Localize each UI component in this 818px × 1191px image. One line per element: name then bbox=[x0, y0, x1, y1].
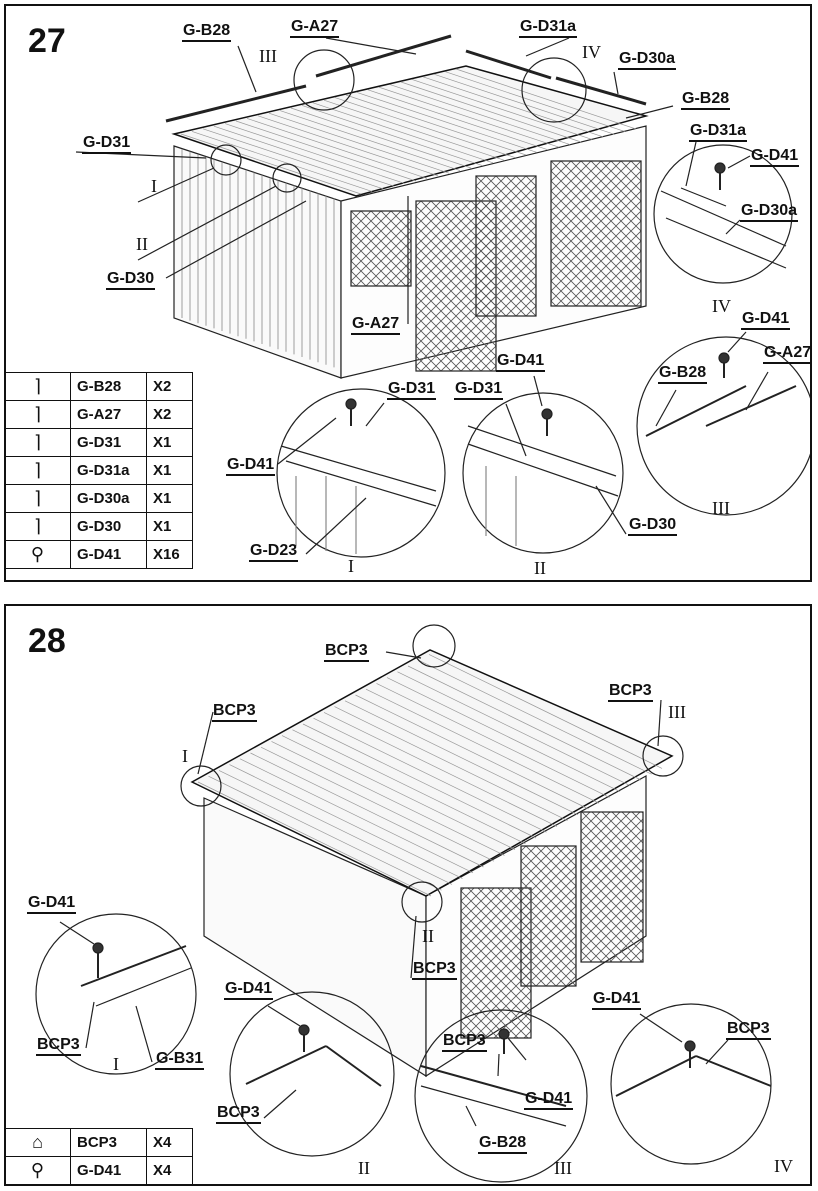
label-g-d41-detail-iv: G-D41 bbox=[592, 990, 642, 1010]
part-quantity: X1 bbox=[146, 428, 193, 457]
label-g-d31-detail-ii: G-D31 bbox=[454, 380, 504, 400]
label-g-b28-right: G-B28 bbox=[681, 90, 731, 110]
label-g-a27-mid: G-A27 bbox=[351, 315, 401, 335]
label-g-b28-detail-iii: G-B28 bbox=[478, 1134, 528, 1154]
label-g-d30-detail-ii: G-D30 bbox=[628, 516, 678, 536]
step-28-illustration bbox=[35, 624, 772, 1183]
roman-iv: IV bbox=[582, 42, 601, 62]
roman-iii: III bbox=[668, 702, 686, 722]
label-g-d41-detail-i: G-D41 bbox=[27, 894, 77, 914]
part-name: G-D41 bbox=[70, 1156, 147, 1184]
roman-iv-detail: IV bbox=[712, 296, 731, 316]
part-quantity: X1 bbox=[146, 484, 193, 513]
label-g-d41-detail-i: G-D41 bbox=[226, 456, 276, 476]
label-g-d41-detail-iv: G-D41 bbox=[750, 147, 800, 167]
corner-cap-icon: ⌂ bbox=[6, 1128, 71, 1157]
label-g-d31-left: G-D31 bbox=[82, 134, 132, 154]
step-number: 27 bbox=[28, 22, 66, 60]
screw-icon: ⚲ bbox=[6, 1156, 71, 1184]
label-g-b31-detail-i: G-B31 bbox=[155, 1050, 205, 1070]
label-g-d30a-detail: G-D30a bbox=[740, 202, 799, 222]
label-g-a27-top: G-A27 bbox=[290, 18, 340, 38]
part-name: G-A27 bbox=[70, 400, 147, 429]
label-g-d31a-top: G-D31a bbox=[519, 18, 578, 38]
label-g-d31-detail-i: G-D31 bbox=[387, 380, 437, 400]
screw-icon: ⚲ bbox=[6, 540, 71, 569]
label-g-b28-top: G-B28 bbox=[182, 22, 232, 42]
label-g-d41-detail-iii: G-D41 bbox=[741, 310, 791, 330]
step-28-panel: 28 bbox=[4, 604, 812, 1186]
angle-profile-icon: ⌉ bbox=[6, 484, 71, 513]
roman-iii-detail: III bbox=[554, 1158, 572, 1178]
roman-i: I bbox=[151, 176, 157, 196]
label-bcp3-detail-ii: BCP3 bbox=[216, 1104, 261, 1124]
roman-ii: II bbox=[136, 234, 148, 254]
roman-iv-detail: IV bbox=[774, 1156, 793, 1176]
step-27-illustration bbox=[75, 34, 810, 558]
label-bcp3-front: BCP3 bbox=[412, 960, 457, 980]
label-g-d30-left: G-D30 bbox=[106, 270, 156, 290]
part-name: BCP3 bbox=[70, 1128, 147, 1157]
label-bcp3-detail-iii: BCP3 bbox=[442, 1032, 487, 1052]
roman-i: I bbox=[182, 746, 188, 766]
label-g-b28-detail: G-B28 bbox=[658, 364, 708, 384]
part-quantity: X2 bbox=[146, 400, 193, 429]
part-quantity: X4 bbox=[146, 1156, 193, 1184]
label-bcp3-detail-iv: BCP3 bbox=[726, 1020, 771, 1040]
roman-iii-detail: III bbox=[712, 498, 730, 518]
roman-ii-detail: II bbox=[358, 1158, 370, 1178]
angle-profile-icon: ⌉ bbox=[6, 400, 71, 429]
label-bcp3-top: BCP3 bbox=[324, 642, 369, 662]
label-g-d41-detail-ii: G-D41 bbox=[224, 980, 274, 1000]
label-g-a27-detail: G-A27 bbox=[763, 344, 810, 364]
label-g-d31a-detail: G-D31a bbox=[689, 122, 748, 142]
part-name: G-D31a bbox=[70, 456, 147, 485]
part-name: G-D30 bbox=[70, 512, 147, 541]
step-number: 28 bbox=[28, 622, 66, 660]
part-name: G-B28 bbox=[70, 372, 147, 401]
angle-profile-icon: ⌉ bbox=[6, 456, 71, 485]
label-bcp3-detail-i: BCP3 bbox=[36, 1036, 81, 1056]
label-g-d23-detail: G-D23 bbox=[249, 542, 299, 562]
part-quantity: X1 bbox=[146, 512, 193, 541]
label-g-d30a-top: G-D30a bbox=[618, 50, 677, 70]
part-name: G-D41 bbox=[70, 540, 147, 569]
roman-ii-detail: II bbox=[534, 558, 546, 578]
angle-profile-icon: ⌉ bbox=[6, 372, 71, 401]
roman-iii: III bbox=[259, 46, 277, 66]
part-quantity: X1 bbox=[146, 456, 193, 485]
angle-profile-icon: ⌉ bbox=[6, 512, 71, 541]
part-quantity: X2 bbox=[146, 372, 193, 401]
part-name: G-D31 bbox=[70, 428, 147, 457]
label-g-d41-detail-ii: G-D41 bbox=[496, 352, 546, 372]
label-g-d41-detail-iii: G-D41 bbox=[524, 1090, 574, 1110]
angle-profile-icon: ⌉ bbox=[6, 428, 71, 457]
part-quantity: X16 bbox=[146, 540, 193, 569]
roman-i-detail: I bbox=[113, 1054, 119, 1074]
roman-ii: II bbox=[422, 926, 434, 946]
part-name: G-D30a bbox=[70, 484, 147, 513]
roman-i-detail: I bbox=[348, 556, 354, 576]
step-27-panel: 27 bbox=[4, 4, 812, 582]
part-quantity: X4 bbox=[146, 1128, 193, 1157]
label-bcp3-right: BCP3 bbox=[608, 682, 653, 702]
label-bcp3-left: BCP3 bbox=[212, 702, 257, 722]
